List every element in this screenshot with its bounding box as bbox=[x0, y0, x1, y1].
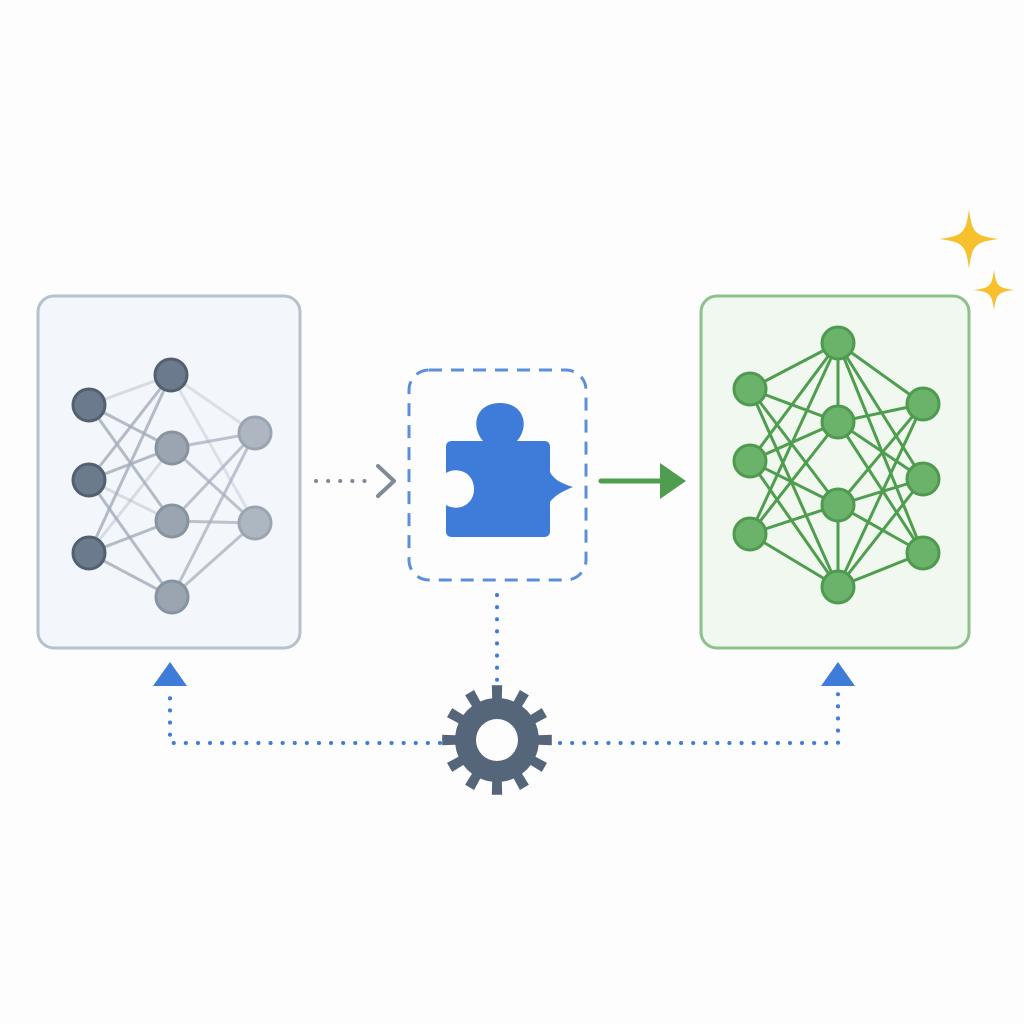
network-node bbox=[732, 443, 768, 479]
network-node bbox=[732, 516, 768, 552]
network-node bbox=[820, 325, 856, 361]
adapter-to-tuned-arrow bbox=[598, 463, 686, 499]
gear-to-tuned-connector bbox=[558, 686, 840, 745]
gear-to-base-connector bbox=[168, 686, 442, 745]
network-node bbox=[153, 357, 189, 393]
network-edge bbox=[170, 431, 257, 523]
sparkle-icon bbox=[973, 269, 1015, 311]
network-node bbox=[820, 404, 856, 440]
network-node bbox=[820, 569, 856, 605]
network-edge bbox=[170, 432, 257, 598]
network-edge bbox=[87, 447, 174, 554]
network-node bbox=[154, 430, 190, 466]
network-edge bbox=[748, 342, 840, 535]
base-feedback-arrowhead bbox=[153, 662, 187, 686]
network-edge bbox=[836, 342, 925, 480]
base-model-nodes bbox=[71, 357, 273, 615]
network-edge bbox=[87, 374, 173, 554]
gear-icon bbox=[442, 685, 552, 795]
network-node bbox=[71, 462, 107, 498]
fine-tuned-model-panel bbox=[699, 294, 971, 650]
adapter-frame bbox=[407, 368, 588, 582]
network-edge bbox=[748, 421, 840, 535]
network-node bbox=[237, 505, 273, 541]
network-edge bbox=[171, 521, 256, 599]
feedback-connectors bbox=[153, 593, 855, 745]
network-node bbox=[154, 503, 190, 539]
network-node bbox=[905, 535, 941, 571]
network-edge bbox=[748, 460, 840, 588]
network-edge bbox=[87, 374, 173, 481]
puzzle-piece-icon bbox=[446, 403, 573, 537]
tuned-feedback-arrowhead bbox=[821, 662, 855, 686]
network-edge bbox=[748, 388, 840, 588]
network-node bbox=[820, 487, 856, 523]
fine-tuned-model-nodes bbox=[732, 325, 941, 605]
network-node bbox=[237, 415, 273, 451]
adapter-module bbox=[407, 368, 588, 582]
network-edge bbox=[836, 342, 925, 554]
network-node bbox=[154, 579, 190, 615]
network-edge bbox=[836, 403, 925, 506]
network-node bbox=[71, 387, 107, 423]
network-edge bbox=[748, 388, 840, 506]
network-edge bbox=[836, 403, 925, 588]
network-node bbox=[71, 535, 107, 571]
network-edge bbox=[836, 478, 925, 588]
base-to-adapter-arrowhead bbox=[376, 464, 396, 498]
network-node bbox=[905, 461, 941, 497]
base-to-adapter-arrow bbox=[314, 464, 396, 498]
network-node bbox=[732, 371, 768, 407]
network-edge bbox=[836, 421, 925, 554]
adapter-to-tuned-arrowhead bbox=[660, 463, 686, 499]
base-model-panel bbox=[36, 294, 302, 650]
network-edge bbox=[170, 446, 257, 525]
sparkle-icon bbox=[939, 209, 999, 269]
network-node bbox=[905, 386, 941, 422]
network-edge bbox=[748, 342, 840, 462]
network-edge bbox=[169, 374, 257, 524]
